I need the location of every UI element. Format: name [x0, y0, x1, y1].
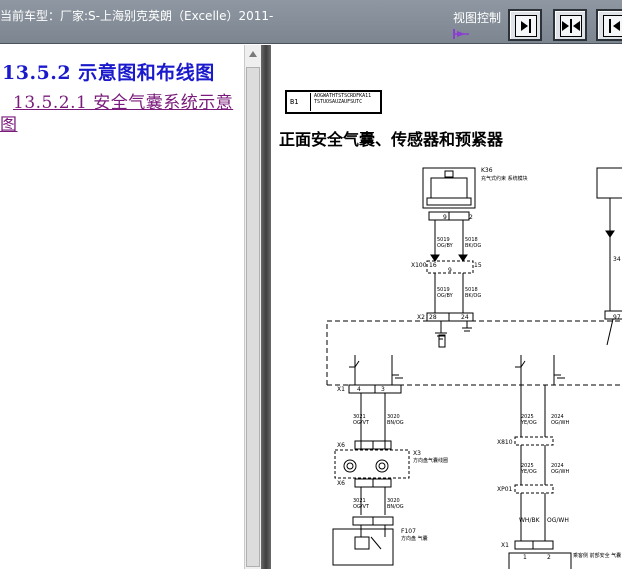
wire-3020-a-color: BN/OG	[387, 420, 404, 426]
x2-label: X2	[417, 314, 425, 321]
x2-pin-24: 24	[461, 314, 469, 321]
purple-arrow-indicator-icon	[453, 29, 469, 39]
wire-5019-a-color: OG/BY	[437, 243, 454, 249]
wire-wh-bk: WH/BK	[519, 517, 541, 524]
wire-5019-b: 5019	[437, 287, 450, 293]
wire-3020-b: 3020	[387, 498, 400, 504]
view-control-label: 视图控制	[453, 11, 502, 25]
x100-pin-9: 9	[448, 267, 452, 274]
toc-scrollbar[interactable]	[244, 45, 261, 569]
view-single-left-button[interactable]	[596, 9, 622, 41]
x1-a-pin-4: 4	[357, 386, 361, 393]
pane-splitter[interactable]	[261, 45, 271, 569]
wire-2024-a-color: OG/WH	[551, 420, 569, 426]
top-toolbar: 当前车型：厂家:S-上海别克英朗（Excelle）2011- 视图控制	[0, 0, 622, 44]
wire-3021-a: 3021	[353, 414, 366, 420]
pin-1: 1	[523, 554, 527, 561]
wire-2025-a-color: YE/OG	[520, 420, 537, 426]
arrow-right-into-bar-icon	[515, 15, 537, 37]
section-heading: 13.5.2 示意图和布线图	[2, 62, 215, 84]
wire-3020-a: 3020	[387, 414, 400, 420]
wire-5019-b-color: OG/BY	[437, 293, 454, 299]
x100-label: X100	[411, 262, 427, 269]
wire-5018-a: 5018	[465, 237, 478, 243]
arrow-left-into-bar-icon	[603, 15, 622, 37]
wire-5018-a-color: BK/OG	[465, 243, 481, 249]
wire-2024-b-color: OG/WH	[551, 469, 569, 475]
wire-2025-a: 2025	[521, 414, 534, 420]
wire-og-wh: OG/WH	[547, 517, 569, 524]
pin-34: 34	[613, 256, 621, 263]
toc-pane: 13.5.2 示意图和布线图 13.5.2.1 安全气囊系统示意图	[0, 45, 244, 569]
f107-desc: 方向盘 气囊	[401, 535, 428, 542]
x810-label: X810	[497, 439, 513, 446]
wire-3021-a-color: OG/VT	[353, 420, 370, 426]
diagram-pane: B1 AOGWATHTSTSCRDFKA11 TSTUOSAUZAUFSUTC …	[271, 45, 622, 569]
wire-3020-b-color: BN/OG	[387, 504, 404, 510]
scroll-thumb[interactable]	[246, 67, 260, 567]
x6-a-label: X6	[337, 442, 345, 449]
k36-pin-2: 2	[469, 214, 473, 221]
x100-pin-15: 15	[474, 262, 482, 269]
f6-desc: 乘客侧 前部安全 气囊	[573, 552, 621, 559]
pin-97: 97	[613, 314, 621, 321]
x6-b-label: X6	[337, 480, 345, 487]
wire-2024-a: 2024	[551, 414, 564, 420]
x100-pin-16: 16	[429, 262, 437, 269]
x3-desc: 方向盘气囊线圈	[413, 457, 448, 464]
wire-2024-b: 2024	[551, 463, 564, 469]
wire-3021-b-color: OG/VT	[353, 504, 370, 510]
x2-pin-28: 28	[429, 314, 437, 321]
x3-label: X3	[413, 450, 421, 457]
document-id-box: B1 AOGWATHTSTSCRDFKA11 TSTUOSAUZAUFSUTC	[285, 90, 382, 114]
document-id-code: B1	[290, 98, 299, 106]
wire-3021-b: 3021	[353, 498, 366, 504]
k36-label: K36	[481, 167, 493, 174]
view-split-button[interactable]	[553, 9, 587, 41]
f107-label: F107	[401, 528, 416, 535]
view-single-right-button[interactable]	[508, 9, 542, 41]
k36-pin-9: 9	[443, 214, 447, 221]
wire-5019-a: 5019	[437, 237, 450, 243]
vehicle-model-label: 当前车型：厂家:S-上海别克英朗（Excelle）2011-	[0, 9, 274, 23]
wire-5018-b-color: BK/OG	[465, 293, 481, 299]
arrows-toward-center-icon	[560, 15, 582, 37]
scroll-up-arrow-icon[interactable]	[248, 50, 258, 58]
k36-desc: 充气式约束 系统模块	[481, 175, 528, 182]
xp01-label: XP01	[497, 486, 513, 493]
x1-b-label: X1	[501, 542, 509, 549]
subsection-link[interactable]: 13.5.2.1 安全气囊系统示意图	[0, 93, 234, 135]
x1-a-label: X1	[337, 386, 345, 393]
pin-2-b: 2	[547, 554, 551, 561]
wire-5018-b: 5018	[465, 287, 478, 293]
k36-module-box	[422, 167, 476, 209]
wire-2025-b-color: YE/OG	[520, 469, 537, 475]
diagram-title: 正面安全气囊、传感器和预紧器	[279, 130, 504, 149]
document-id-ref: AOGWATHTSTSCRDFKA11 TSTUOSAUZAUFSUTC	[310, 93, 380, 111]
wire-2025-b: 2025	[521, 463, 534, 469]
wiring-schematic: K36 充气式约束 系统模块 9 2 5019 OG/BY 5018 BK/OG…	[326, 167, 622, 569]
x1-a-pin-3: 3	[381, 386, 385, 393]
